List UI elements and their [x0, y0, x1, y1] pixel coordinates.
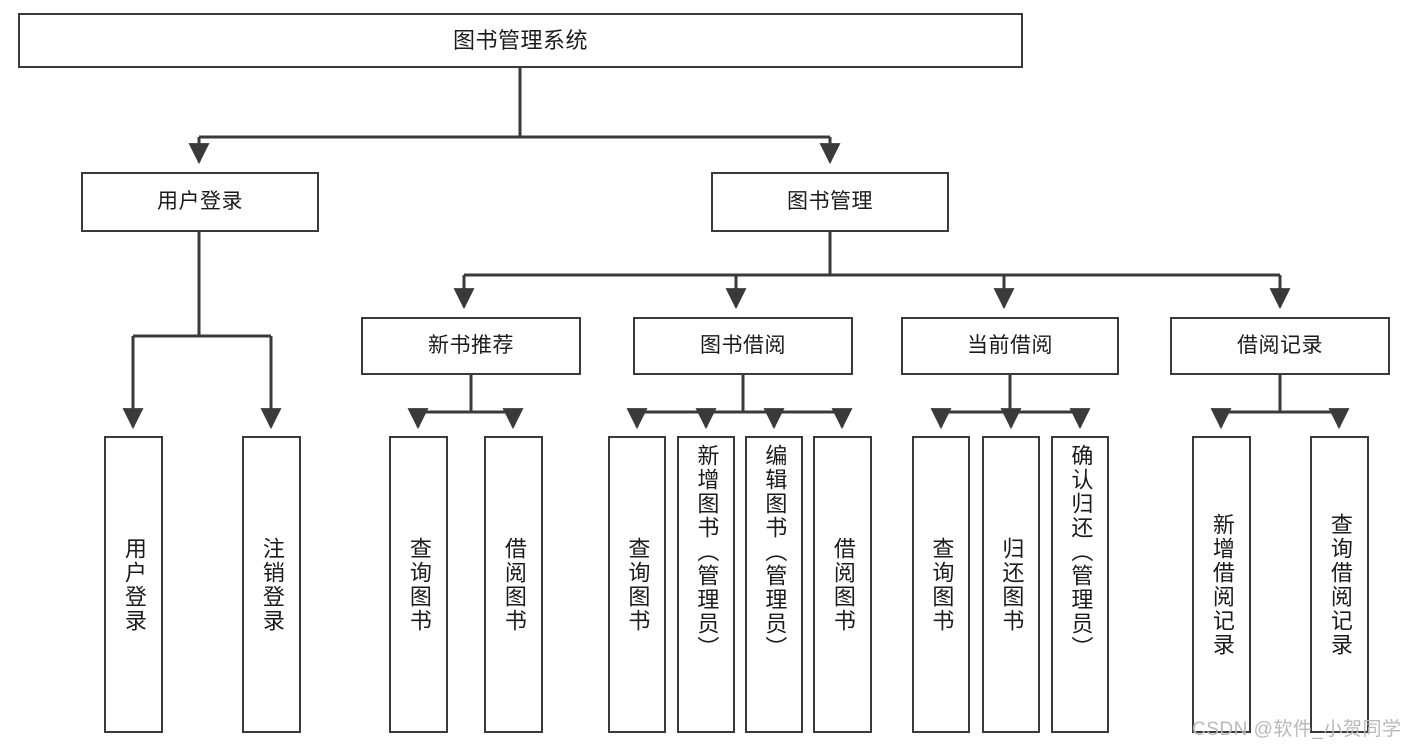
node-user-login-label: 用户登录	[157, 189, 243, 213]
node-leaf-add-record[interactable]: 新增借阅记录	[1192, 436, 1251, 733]
node-new-book-rec-label: 新书推荐	[428, 333, 514, 357]
node-borrow-record[interactable]: 借阅记录	[1170, 317, 1390, 375]
node-leaf-query-book-2[interactable]: 查询图书	[608, 436, 666, 733]
node-leaf-user-login[interactable]: 用户登录	[104, 436, 163, 733]
node-borrow-record-label: 借阅记录	[1237, 333, 1323, 357]
node-leaf-query-book-1[interactable]: 查询图书	[389, 436, 448, 733]
node-new-book-rec[interactable]: 新书推荐	[361, 317, 581, 375]
node-book-borrow[interactable]: 图书借阅	[633, 317, 853, 375]
node-leaf-return-book[interactable]: 归还图书	[982, 436, 1040, 733]
node-leaf-edit-book-label: 编辑图书（管理员）	[762, 444, 788, 660]
node-leaf-borrow-book-1[interactable]: 借阅图书	[484, 436, 543, 733]
node-leaf-user-login-label: 用户登录	[121, 536, 147, 633]
node-leaf-add-book-label: 新增图书（管理员）	[694, 444, 720, 660]
node-book-borrow-label: 图书借阅	[700, 333, 786, 357]
node-book-manage-label: 图书管理	[787, 189, 873, 213]
node-leaf-return-book-label: 归还图书	[999, 536, 1025, 633]
node-root-label: 图书管理系统	[452, 27, 588, 53]
node-leaf-add-record-label: 新增借阅记录	[1209, 512, 1235, 657]
node-leaf-confirm-return-label: 确认归还（管理员）	[1068, 444, 1094, 660]
node-leaf-query-book-2-label: 查询图书	[625, 536, 651, 633]
node-leaf-borrow-book-2-label: 借阅图书	[830, 536, 856, 633]
node-leaf-borrow-book-2[interactable]: 借阅图书	[813, 436, 872, 733]
node-leaf-add-book[interactable]: 新增图书（管理员）	[677, 436, 735, 733]
node-current-borrow[interactable]: 当前借阅	[901, 317, 1119, 375]
node-leaf-logout[interactable]: 注销登录	[242, 436, 301, 733]
node-leaf-query-record-label: 查询借阅记录	[1327, 512, 1353, 657]
node-leaf-borrow-book-1-label: 借阅图书	[501, 536, 527, 633]
node-root[interactable]: 图书管理系统	[18, 13, 1023, 68]
node-leaf-query-book-3-label: 查询图书	[929, 536, 955, 633]
node-leaf-query-book-1-label: 查询图书	[406, 536, 432, 633]
node-leaf-query-book-3[interactable]: 查询图书	[912, 436, 970, 733]
node-user-login[interactable]: 用户登录	[81, 172, 319, 232]
node-leaf-edit-book[interactable]: 编辑图书（管理员）	[745, 436, 803, 733]
node-current-borrow-label: 当前借阅	[967, 333, 1053, 357]
node-leaf-logout-label: 注销登录	[259, 536, 285, 633]
node-book-manage[interactable]: 图书管理	[711, 172, 949, 232]
watermark: CSDN @软件_小贺同学	[1192, 719, 1402, 740]
node-leaf-query-record[interactable]: 查询借阅记录	[1310, 436, 1369, 733]
node-leaf-confirm-return[interactable]: 确认归还（管理员）	[1051, 436, 1109, 733]
